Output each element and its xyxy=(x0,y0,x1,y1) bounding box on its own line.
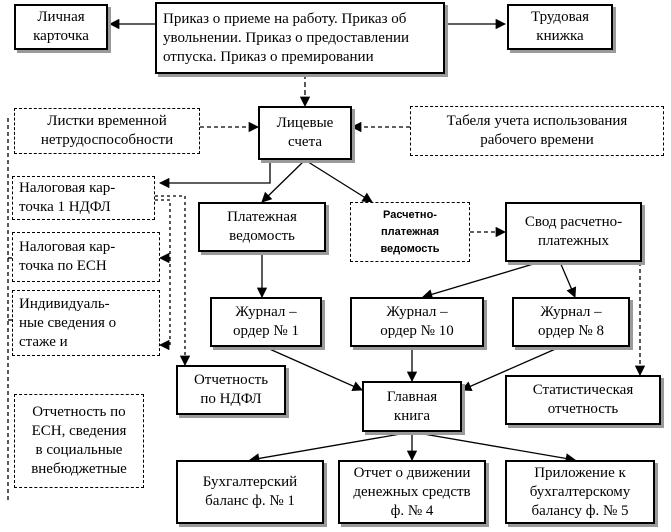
journal-10-box: Журнал –ордер № 10 xyxy=(350,297,484,347)
arrow-summary-to-journal8 xyxy=(559,261,577,298)
dashed-tax-card-to-esn xyxy=(155,199,171,264)
arrow-tax-card-to-report-ndfl xyxy=(155,195,191,367)
arrow-accounts-to-tax-card xyxy=(158,160,271,189)
payroll-summary-box: Свод расчетно-платежных xyxy=(505,202,642,262)
journal-8-box: Журнал –ордер № 8 xyxy=(512,297,630,347)
arrow-accounts-to-payroll xyxy=(304,159,373,203)
dashed-tax-card-to-individual xyxy=(158,258,171,351)
arrow-summary-to-journal10 xyxy=(422,261,541,300)
arrow-ledger-to-appendix xyxy=(411,431,577,464)
arrow-journal8-to-ledger xyxy=(461,346,561,392)
arrow-accounts-to-payment xyxy=(261,159,306,203)
journal-1-box: Журнал –ордер № 1 xyxy=(210,297,322,347)
tax-card-ndfl-box: Налоговая кар-точка 1 НДФЛ xyxy=(12,176,155,220)
arrow-ledger-to-balance xyxy=(248,431,413,464)
tax-card-esn-box: Налоговая кар-точка по ЕСН xyxy=(12,232,160,282)
arrow-journal1-to-ledger xyxy=(264,346,363,391)
